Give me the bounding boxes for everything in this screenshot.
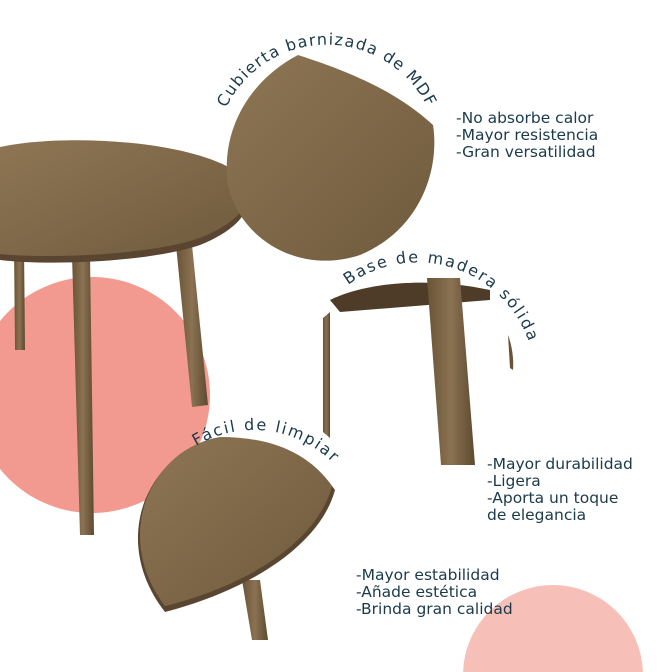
bullet: -Gran versatilidad [456,143,596,161]
pink-circle-bottom [463,584,643,672]
bullet: -Añade estética [356,583,478,601]
feature-bullets-top: -No absorbe calor -Mayor resistencia -Gr… [456,110,598,161]
pink-circle-left [0,277,210,513]
feature-bullets-clean: -Mayor estabilidad -Añade estética -Brin… [356,567,513,618]
table-image [0,140,249,535]
bullet: -Aporta un toque [487,489,619,507]
bullet: -Brinda gran calidad [356,600,513,618]
detail-tabletop [226,55,435,261]
bullet: -Mayor estabilidad [356,566,500,584]
bullet: -Ligera [487,472,541,490]
detail-edge [137,437,335,640]
bullet: de elegancia [487,506,587,524]
detail-base [323,278,514,465]
bullet: -Mayor durabilidad [487,455,633,473]
bullet: -Mayor resistencia [456,126,599,144]
bullet: -No absorbe calor [456,109,594,127]
feature-bullets-base: -Mayor durabilidad -Ligera -Aporta un to… [487,456,633,524]
